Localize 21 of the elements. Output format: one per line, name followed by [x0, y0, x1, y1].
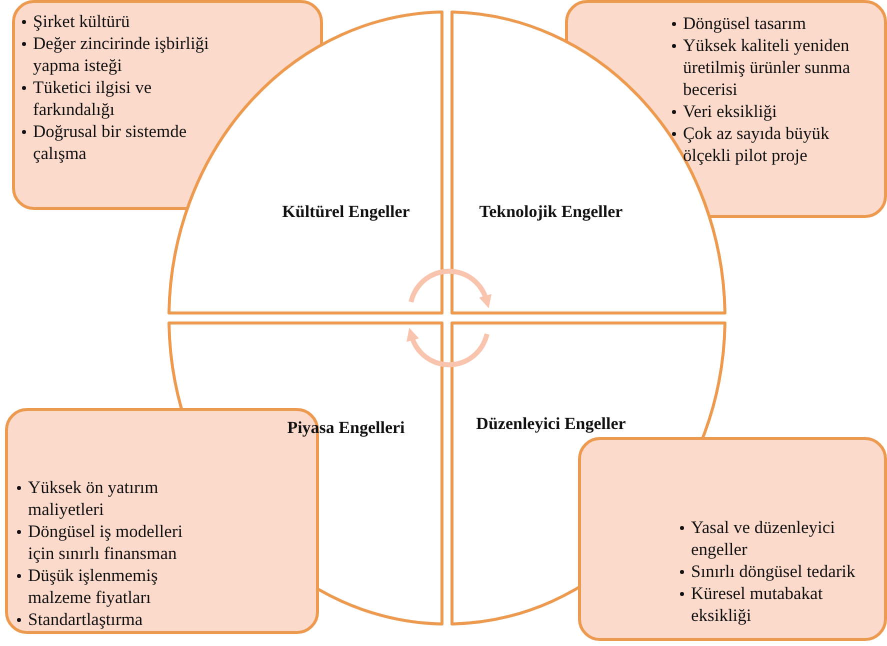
list-item-text: Döngüsel iş modelleri için sınırlı finansman: [28, 520, 184, 564]
list-item-text: Yüksek ön yatırım maliyetleri: [28, 476, 160, 520]
quadrant-title: Düzenleyici Engeller: [476, 414, 626, 434]
quadrant-title: Piyasa Engelleri: [287, 418, 405, 438]
list-item-text: Şirket kültürü: [33, 10, 130, 32]
bullet-list-card: [578, 437, 887, 641]
list-item-text: Sınırlı döngüsel tedarik: [691, 560, 856, 582]
list-item-text: Doğrusal bir sistemde çalışma: [33, 120, 188, 164]
list-item-text: Veri eksikliği: [683, 100, 777, 122]
quadrant-title: Kültürel Engeller: [282, 202, 410, 222]
list-item-text: Çok az sayıda büyük ölçekli pilot proje: [683, 122, 830, 166]
list-item-text: Küresel mutabakat eksikliği: [691, 582, 824, 626]
list-item-text: Düşük işlenmemiş malzeme fiyatları: [28, 564, 159, 608]
curved-arrow: [406, 328, 490, 368]
quadrant-title: Teknolojik Engeller: [479, 202, 623, 222]
list-item-text: Değer zincirinde işbirliği yapma isteği: [33, 32, 210, 76]
list-item-text: Standartlaştırma: [28, 608, 143, 630]
list-item-text: Döngüsel tasarım: [683, 12, 806, 34]
list-item-text: Yüksek kaliteli yeniden üretilmiş ürünler sunma becerisi: [683, 34, 852, 100]
list-item-text: Yasal ve düzenleyici engeller: [691, 516, 836, 560]
list-item-text: Tüketici ilgisi ve farkındalığı: [33, 76, 153, 120]
